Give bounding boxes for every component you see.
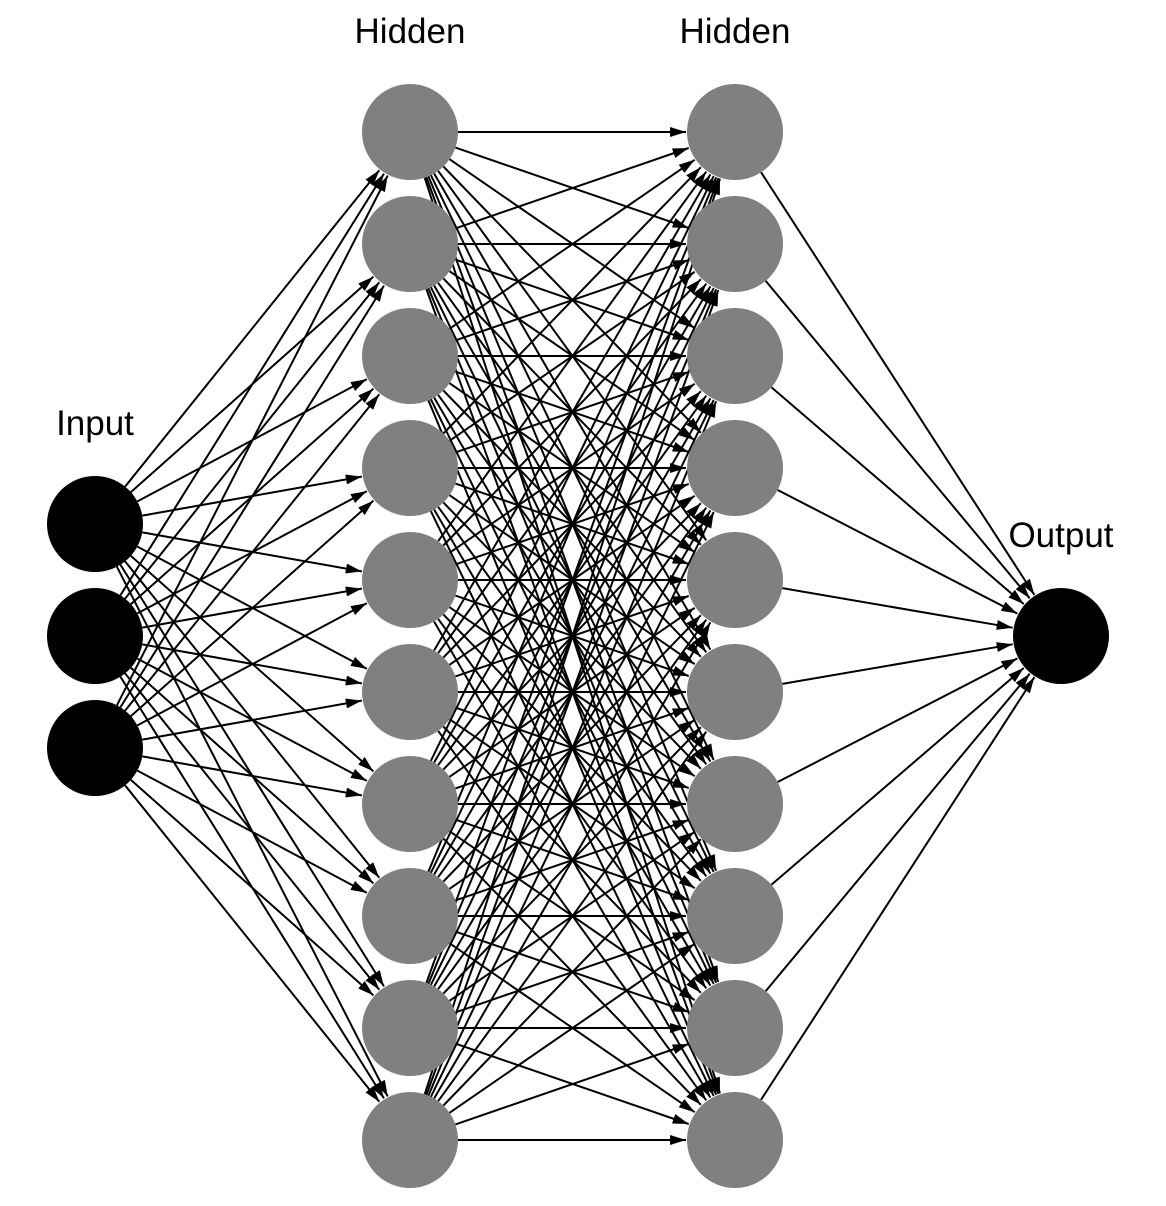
layer-labels: Input Hidden Hidden Output bbox=[56, 12, 1114, 555]
hidden2-node-3 bbox=[687, 308, 783, 404]
hidden1-node-6 bbox=[362, 644, 458, 740]
hidden2-node-10 bbox=[687, 1092, 783, 1188]
edge-input-3-to-hidden1-10 bbox=[124, 784, 381, 1103]
edge-hidden1-9-to-hidden2-1 bbox=[425, 177, 720, 984]
edge-hidden2-9-to-output-1 bbox=[764, 673, 1031, 992]
hidden-layer-2-label: Hidden bbox=[680, 12, 791, 51]
edge-hidden1-2-to-hidden2-1 bbox=[455, 147, 690, 230]
nodes bbox=[47, 84, 1109, 1188]
hidden2-node-1 bbox=[687, 84, 783, 180]
connections bbox=[116, 127, 1036, 1145]
edge-hidden1-8-to-hidden2-1 bbox=[427, 176, 718, 873]
input-node-2 bbox=[47, 588, 143, 684]
hidden1-node-5 bbox=[362, 532, 458, 628]
edge-hidden2-8-to-output-1 bbox=[770, 667, 1025, 886]
hidden1-node-1 bbox=[362, 84, 458, 180]
edge-hidden2-4-to-output-1 bbox=[777, 489, 1018, 615]
edge-input-2-to-hidden1-1 bbox=[119, 173, 385, 596]
edge-hidden1-3-to-hidden2-1 bbox=[448, 158, 696, 330]
output-node-1 bbox=[1013, 588, 1109, 684]
edge-input-3-to-hidden1-8 bbox=[136, 769, 368, 894]
edge-input-3-to-hidden1-3 bbox=[124, 393, 381, 712]
edge-hidden2-6-to-output-1 bbox=[782, 642, 1013, 685]
edge-input-3-to-hidden1-2 bbox=[119, 285, 385, 708]
hidden2-node-4 bbox=[687, 420, 783, 516]
hidden1-node-2 bbox=[362, 196, 458, 292]
hidden1-node-7 bbox=[362, 756, 458, 852]
edge-input-3-to-hidden1-5 bbox=[136, 602, 368, 727]
input-node-1 bbox=[47, 476, 143, 572]
edge-input-3-to-hidden1-4 bbox=[130, 499, 375, 717]
edge-hidden1-10-to-hidden2-9 bbox=[455, 1043, 690, 1126]
edge-hidden1-10-to-hidden2-3 bbox=[427, 400, 718, 1097]
edge-hidden2-10-to-output-1 bbox=[760, 676, 1036, 1101]
input-layer-label: Input bbox=[56, 404, 134, 443]
edge-hidden1-10-to-hidden2-1 bbox=[423, 178, 721, 1095]
edge-hidden2-5-to-output-1 bbox=[782, 587, 1013, 630]
edge-hidden1-10-to-hidden2-7 bbox=[442, 838, 702, 1107]
edge-hidden1-10-to-hidden2-6 bbox=[437, 731, 708, 1102]
edge-hidden2-2-to-output-1 bbox=[764, 280, 1031, 599]
edge-hidden1-6-to-hidden2-1 bbox=[433, 173, 712, 652]
edge-hidden1-7-to-hidden2-1 bbox=[429, 175, 715, 762]
edge-input-3-to-hidden1-9 bbox=[130, 779, 375, 997]
hidden2-node-7 bbox=[687, 756, 783, 852]
hidden1-node-4 bbox=[362, 420, 458, 516]
hidden2-node-6 bbox=[687, 644, 783, 740]
edge-hidden1-10-to-hidden2-2 bbox=[425, 289, 720, 1096]
hidden2-node-2 bbox=[687, 196, 783, 292]
edge-input-3-to-hidden1-7 bbox=[142, 755, 362, 798]
hidden-layer-1-label: Hidden bbox=[355, 12, 466, 51]
edge-hidden2-1-to-output-1 bbox=[760, 171, 1036, 596]
edge-input-3-to-hidden1-1 bbox=[116, 175, 389, 706]
hidden1-node-8 bbox=[362, 868, 458, 964]
edge-hidden1-10-to-hidden2-5 bbox=[433, 621, 712, 1100]
input-node-3 bbox=[47, 700, 143, 796]
hidden1-node-3 bbox=[362, 308, 458, 404]
hidden2-node-9 bbox=[687, 980, 783, 1076]
edge-hidden1-5-to-hidden2-1 bbox=[437, 171, 708, 542]
hidden1-node-10 bbox=[362, 1092, 458, 1188]
output-layer-label: Output bbox=[1008, 516, 1113, 555]
edge-hidden1-4-to-hidden2-1 bbox=[442, 166, 702, 435]
hidden2-node-5 bbox=[687, 532, 783, 628]
edge-hidden2-3-to-output-1 bbox=[770, 386, 1025, 605]
edge-hidden1-10-to-hidden2-4 bbox=[429, 511, 715, 1098]
edge-input-3-to-hidden1-6 bbox=[142, 698, 362, 741]
edge-hidden2-7-to-output-1 bbox=[777, 657, 1018, 783]
edge-hidden1-10-to-hidden2-8 bbox=[448, 942, 696, 1114]
edge-input-1-to-hidden1-1 bbox=[124, 169, 381, 488]
hidden2-node-8 bbox=[687, 868, 783, 964]
hidden1-node-9 bbox=[362, 980, 458, 1076]
